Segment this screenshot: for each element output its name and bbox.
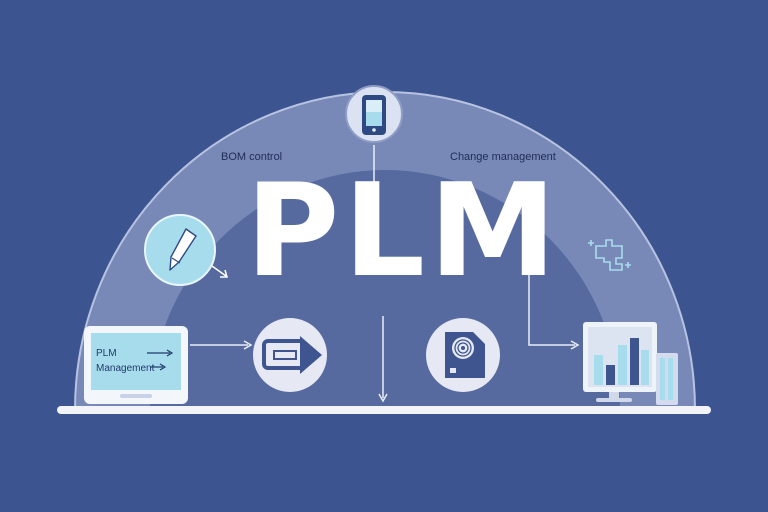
- change-management-label: Change management: [450, 151, 556, 163]
- baseline: [57, 406, 711, 414]
- pen-arrow: [211, 265, 228, 278]
- fingerprint-lock-icon: [426, 318, 500, 392]
- right-elbow-arrow: [570, 340, 580, 350]
- right-elbow-line: [528, 262, 575, 346]
- plm-title: PLM: [245, 157, 561, 306]
- laptop-icon: [84, 326, 188, 404]
- bar-chart-monitor-icon: [583, 322, 678, 405]
- puzzle-icon: [588, 239, 631, 271]
- laptop-screen-line-1: PLM: [96, 348, 117, 359]
- laptop-screen-line-2: Management: [96, 363, 155, 374]
- bom-control-label: BOM control: [221, 151, 283, 163]
- laptop-to-doc-arrow: [243, 340, 253, 350]
- smartphone-icon: [345, 85, 403, 143]
- down-arrow-head: [378, 393, 388, 403]
- pen-icon: [144, 214, 216, 286]
- forward-document-icon: [253, 318, 327, 392]
